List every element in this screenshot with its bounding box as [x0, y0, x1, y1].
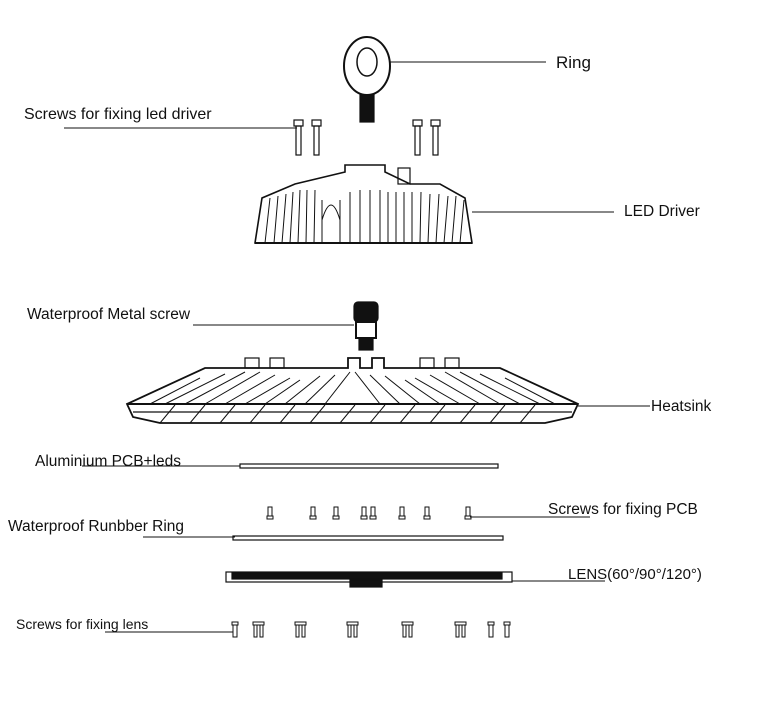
lens-screws — [231, 621, 511, 638]
lens-plate — [225, 571, 513, 588]
label-screws-led-driver: Screws for fixing led driver — [24, 106, 212, 123]
label-led-driver: LED Driver — [624, 203, 700, 220]
label-waterproof-metal-screw: Waterproof Metal screw — [27, 306, 191, 323]
driver-screws — [293, 119, 441, 156]
led-driver-housing — [254, 164, 473, 244]
label-screws-lens: Screws for fixing lens — [16, 616, 149, 632]
eye-ring-bolt — [343, 36, 391, 123]
leader-lines — [64, 61, 650, 633]
label-waterproof-rubber-ring: Waterproof Runbber Ring — [8, 518, 185, 535]
label-ring: Ring — [556, 53, 591, 72]
pcb-screws — [266, 506, 472, 520]
waterproof-metal-screw — [353, 301, 379, 351]
label-lens: LENS(60°/90°/120°) — [568, 566, 702, 583]
label-heatsink: Heatsink — [651, 398, 712, 415]
heatsink-body — [125, 357, 580, 424]
label-aluminium-pcb: Aluminium PCB+leds — [35, 453, 182, 470]
rubber-ring-plate — [232, 535, 504, 541]
aluminium-pcb-plate — [239, 463, 499, 469]
label-screws-pcb: Screws for fixing PCB — [548, 501, 698, 518]
